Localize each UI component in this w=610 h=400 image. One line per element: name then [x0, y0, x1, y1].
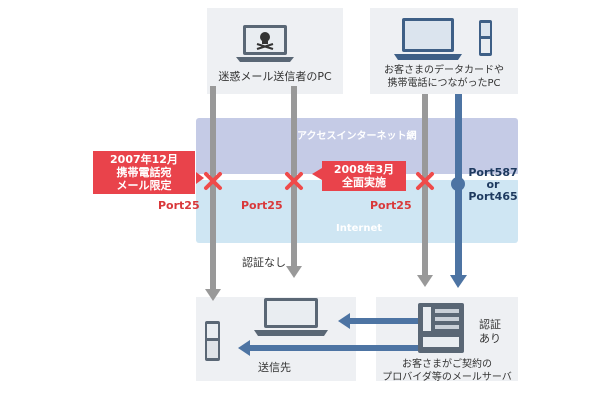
destination-phone-icon — [205, 321, 220, 361]
x-mark-2 — [285, 172, 303, 190]
callout-2007-line2: 携帯電話宛 — [116, 166, 172, 179]
x-mark-1 — [204, 172, 222, 190]
x-mark-3 — [416, 172, 434, 190]
laptop-icon — [394, 18, 462, 60]
mobile-phone-icon — [479, 20, 492, 56]
customer-label-line2: 携帯電話につながったPC — [387, 78, 501, 89]
submission-port-line1: Port587 — [468, 166, 518, 179]
destination-label: 送信先 — [258, 361, 291, 374]
submission-port-line2: or — [486, 178, 500, 191]
gray-arrows — [205, 86, 433, 301]
access-network-label: アクセスインターネット網 — [297, 131, 417, 142]
callout-2007-line3: メール限定 — [116, 179, 172, 192]
destination-laptop-icon — [254, 298, 328, 336]
callout-2008-line1: 2008年3月 — [333, 163, 395, 176]
customer-label-line1: お客さまのデータカードや — [384, 65, 504, 76]
internet-label: Internet — [336, 223, 383, 234]
laptop-skull-icon — [236, 25, 294, 62]
callout-2008: 2008年3月 全面実施 — [322, 161, 406, 191]
auth-none-label: 認証なし — [242, 256, 286, 269]
submission-port-line3: Port465 — [468, 190, 518, 203]
blue-delivery-arrows — [238, 313, 420, 356]
blue-submission-arrow — [450, 94, 467, 288]
port25-label-3: Port25 — [370, 199, 412, 212]
port25-label-2: Port25 — [241, 199, 283, 212]
spam-sender-label: 迷惑メール送信者のPC — [218, 70, 332, 83]
port25-label-1: Port25 — [158, 199, 200, 212]
auth-yes-line1: 認証 — [479, 318, 501, 331]
callout-2008-line2: 全面実施 — [342, 176, 386, 189]
callout-2007: 2007年12月 携帯電話宛 メール限定 — [93, 151, 195, 194]
callout-pointer-2008 — [312, 168, 322, 180]
callout-pointer-2007 — [196, 172, 204, 184]
server-icon — [418, 303, 464, 353]
blocked-marks — [204, 172, 434, 190]
internet-band — [196, 178, 518, 243]
server-label-line1: お客さまがご契約の — [402, 359, 492, 370]
access-network-band — [196, 118, 518, 176]
server-label-line2: プロバイダ等のメールサーバ — [382, 372, 512, 383]
auth-yes-line2: あり — [479, 332, 501, 345]
callout-2007-line1: 2007年12月 — [110, 153, 178, 166]
